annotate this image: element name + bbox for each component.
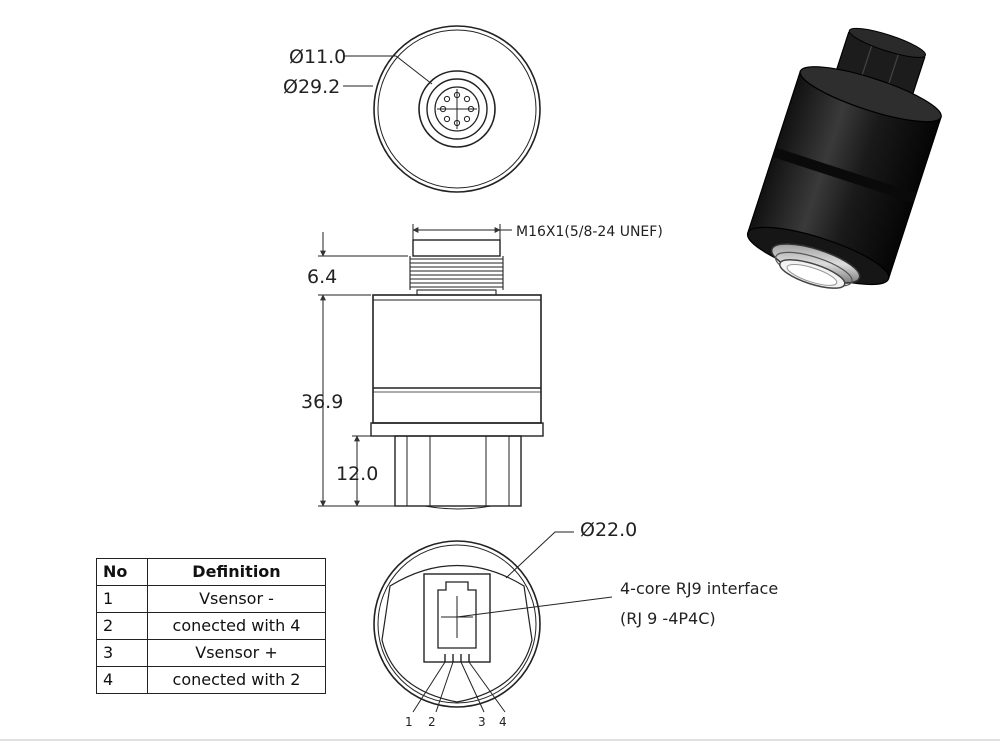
column-header-no: No [96, 558, 148, 586]
pin-definition-cell: conected with 2 [147, 666, 326, 694]
pin-definition-cell: Vsensor + [147, 639, 326, 667]
pin-definition-cell: conected with 4 [147, 612, 326, 640]
dim-bottom-height: 12.0 [336, 463, 378, 485]
dim-outer-diameter: Ø29.2 [283, 76, 340, 98]
interface-label-line1: 4-core RJ9 interface [620, 579, 778, 598]
pin-no-cell: 4 [96, 666, 148, 694]
pin-no-cell: 2 [96, 612, 148, 640]
bottom-view [373, 531, 613, 713]
table-row: 1 Vsensor - [96, 585, 326, 613]
interface-label-line2: (RJ 9 -4P4C) [620, 609, 716, 628]
pin-holes [439, 91, 475, 127]
pin-number: 2 [428, 715, 436, 729]
table-row: 4 conected with 2 [96, 666, 326, 694]
pin-number: 4 [499, 715, 507, 729]
column-header-definition: Definition [147, 558, 326, 586]
pin-definition-table: No Definition 1 Vsensor - 2 conected wit… [96, 558, 326, 694]
dim-bottom-diameter: Ø22.0 [580, 519, 637, 541]
dim-thread-spec: M16X1(5/8-24 UNEF) [516, 224, 663, 240]
table-row: 3 Vsensor + [96, 639, 326, 667]
dim-inner-diameter: Ø11.0 [289, 46, 346, 68]
dim-total-height: 36.9 [301, 391, 343, 413]
rj9-contacts [444, 654, 470, 662]
sensor-3d-render [746, 27, 942, 289]
table-row: 2 conected with 4 [96, 612, 326, 640]
pin-definition-cell: Vsensor - [147, 585, 326, 613]
side-view [318, 224, 544, 510]
pin-number: 3 [478, 715, 486, 729]
pin-no-cell: 1 [96, 585, 148, 613]
pin-no-cell: 3 [96, 639, 148, 667]
pin-number: 1 [405, 715, 413, 729]
pin-leaders [412, 661, 506, 713]
top-view [343, 25, 541, 193]
table-header-row: No Definition [96, 558, 326, 586]
thread-ridges [409, 256, 504, 290]
dim-thread-length: 6.4 [307, 266, 337, 288]
